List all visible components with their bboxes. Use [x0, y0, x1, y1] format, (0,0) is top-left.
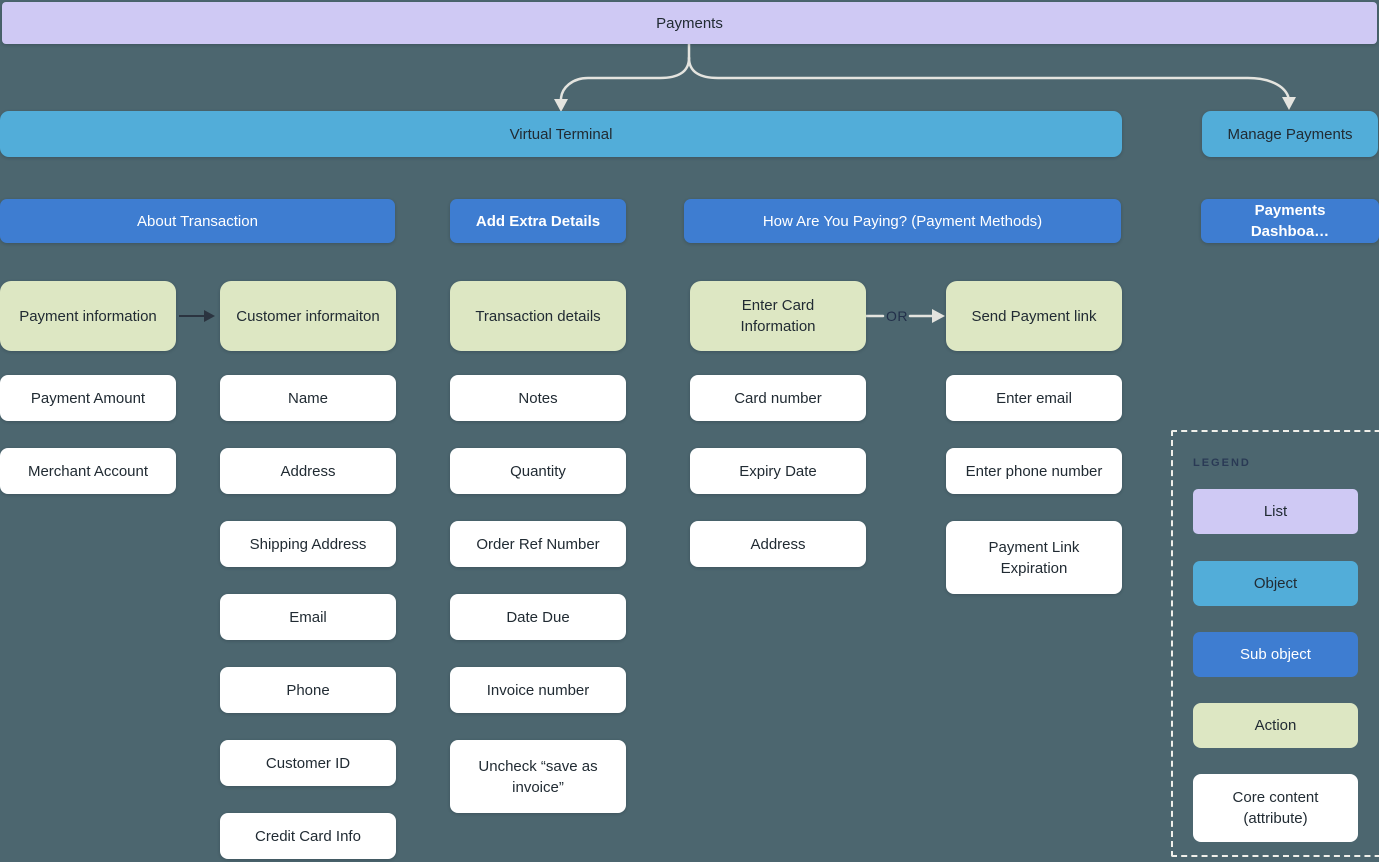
- node-virtual-terminal[interactable]: Virtual Terminal: [0, 111, 1122, 157]
- legend-item-list: List: [1193, 489, 1358, 534]
- attr-name[interactable]: Name: [220, 375, 396, 421]
- action-send-payment-link[interactable]: Send Payment link: [946, 281, 1122, 351]
- or-label: OR: [886, 308, 908, 324]
- action-customer-information[interactable]: Customer informaiton: [220, 281, 396, 351]
- legend-title: LEGEND: [1193, 457, 1251, 469]
- node-manage-payments[interactable]: Manage Payments: [1202, 111, 1378, 157]
- attr-phone[interactable]: Phone: [220, 667, 396, 713]
- legend-item-action: Action: [1193, 703, 1358, 748]
- attr-credit-card-info[interactable]: Credit Card Info: [220, 813, 396, 859]
- attr-payment-link-expiration[interactable]: Payment Link Expiration: [946, 521, 1122, 594]
- attr-card-number[interactable]: Card number: [690, 375, 866, 421]
- legend-item-sub-object: Sub object: [1193, 632, 1358, 677]
- legend-item-object: Object: [1193, 561, 1358, 606]
- node-payment-methods[interactable]: How Are You Paying? (Payment Methods): [684, 199, 1121, 243]
- legend: LEGEND List Object Sub object Action Cor…: [1171, 430, 1379, 857]
- action-enter-card-information[interactable]: Enter Card Information: [690, 281, 866, 351]
- attr-invoice-number[interactable]: Invoice number: [450, 667, 626, 713]
- attr-customer-id[interactable]: Customer ID: [220, 740, 396, 786]
- legend-item-core-content: Core content (attribute): [1193, 774, 1358, 842]
- attr-address[interactable]: Address: [220, 448, 396, 494]
- attr-expiry-date[interactable]: Expiry Date: [690, 448, 866, 494]
- attr-quantity[interactable]: Quantity: [450, 448, 626, 494]
- attr-payment-amount[interactable]: Payment Amount: [0, 375, 176, 421]
- action-payment-information[interactable]: Payment information: [0, 281, 176, 351]
- attr-email[interactable]: Email: [220, 594, 396, 640]
- attr-date-due[interactable]: Date Due: [450, 594, 626, 640]
- attr-enter-email[interactable]: Enter email: [946, 375, 1122, 421]
- node-payments-dashboard[interactable]: Payments Dashboa…: [1201, 199, 1379, 243]
- connector-payments-fork: [559, 42, 1291, 104]
- attr-merchant-account[interactable]: Merchant Account: [0, 448, 176, 494]
- node-add-extra-details[interactable]: Add Extra Details: [450, 199, 626, 243]
- attr-card-address[interactable]: Address: [690, 521, 866, 567]
- attr-enter-phone-number[interactable]: Enter phone number: [946, 448, 1122, 494]
- connector-payment-to-customer: [179, 310, 215, 322]
- attr-notes[interactable]: Notes: [450, 375, 626, 421]
- attr-order-ref-number[interactable]: Order Ref Number: [450, 521, 626, 567]
- attr-uncheck-save-as-invoice[interactable]: Uncheck “save as invoice”: [450, 740, 626, 813]
- node-about-transaction[interactable]: About Transaction: [0, 199, 395, 243]
- node-payments[interactable]: Payments: [2, 2, 1377, 44]
- attr-shipping-address[interactable]: Shipping Address: [220, 521, 396, 567]
- action-transaction-details[interactable]: Transaction details: [450, 281, 626, 351]
